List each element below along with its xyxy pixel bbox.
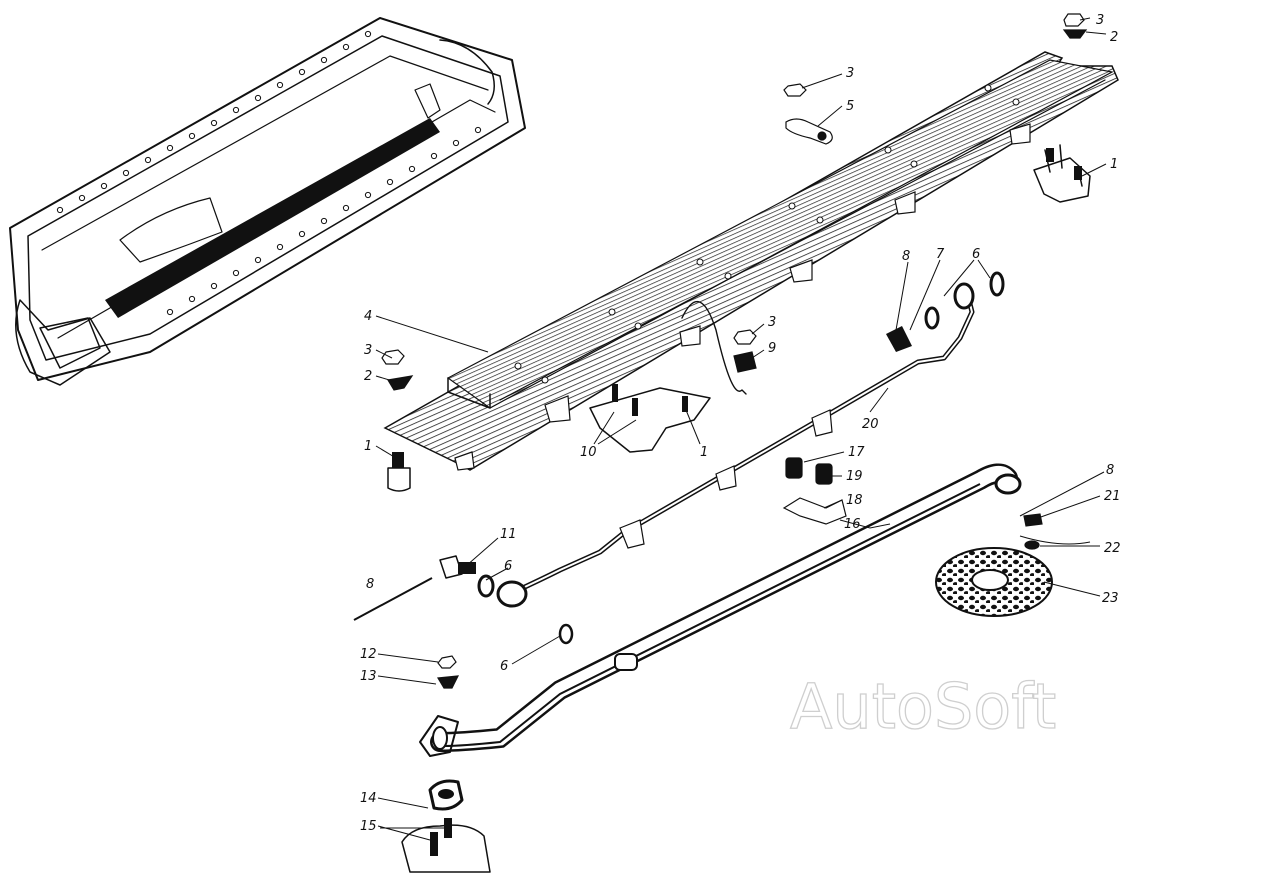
callout-6: 6 xyxy=(504,559,512,574)
callout-10: 10 xyxy=(580,445,597,460)
callout-1: 1 xyxy=(700,445,708,460)
callout-6: 6 xyxy=(972,247,980,262)
callout-2: 2 xyxy=(1110,30,1118,45)
strainer-screen-23 xyxy=(935,547,1053,617)
callout-1: 1 xyxy=(1110,157,1118,172)
callout-23: 23 xyxy=(1102,591,1119,606)
callout-4: 4 xyxy=(364,309,372,324)
callout-3: 3 xyxy=(846,66,854,81)
stud-left xyxy=(387,452,411,492)
callout-11: 11 xyxy=(500,527,517,542)
callout-3: 3 xyxy=(364,343,372,358)
callout-13: 13 xyxy=(360,669,377,684)
callout-1: 1 xyxy=(364,439,372,454)
callout-5: 5 xyxy=(846,99,854,114)
callout-8: 8 xyxy=(902,249,910,264)
gasket-holes xyxy=(514,84,1020,384)
oil-tube-20 xyxy=(496,282,975,608)
callout-9: 9 xyxy=(768,341,776,356)
callout-15: 15 xyxy=(360,819,377,834)
flange-gasket-14 xyxy=(428,779,464,811)
callout-17: 17 xyxy=(848,445,865,460)
flange-base-15 xyxy=(401,818,491,873)
callout-7: 7 xyxy=(936,247,945,262)
callout-14: 14 xyxy=(360,791,377,806)
oil-pan-gasket xyxy=(383,51,1119,471)
callout-3: 3 xyxy=(768,315,776,330)
clamp-bracket-right xyxy=(1033,144,1091,203)
oil-pickup-tube-16 xyxy=(419,463,1022,757)
clamp-bracket-center xyxy=(589,384,711,453)
callout-16: 16 xyxy=(844,517,861,532)
crankcase-bolt-holes xyxy=(56,30,482,316)
leader-lines xyxy=(375,17,1107,841)
wire-8 xyxy=(353,577,433,621)
callout-3: 3 xyxy=(1096,13,1104,28)
callout-6: 6 xyxy=(500,659,508,674)
crankcase-housing xyxy=(9,17,526,386)
seal-rings xyxy=(477,271,1005,645)
callout-18: 18 xyxy=(846,493,863,508)
callout-labels: 3 2 3 5 1 4 3 2 1 3 9 10 1 8 7 6 20 17 1… xyxy=(360,13,1121,834)
callout-12: 12 xyxy=(360,647,377,662)
small-parts xyxy=(381,13,1088,689)
callout-20: 20 xyxy=(862,417,879,432)
callout-22: 22 xyxy=(1104,541,1121,556)
callout-19: 19 xyxy=(846,469,863,484)
banjo-bolt-11 xyxy=(439,555,476,579)
callout-8: 8 xyxy=(1106,463,1114,478)
callout-2: 2 xyxy=(364,369,372,384)
callout-21: 21 xyxy=(1104,489,1121,504)
watermark: AutoSoft xyxy=(790,670,1056,743)
callout-8: 8 xyxy=(366,577,374,592)
